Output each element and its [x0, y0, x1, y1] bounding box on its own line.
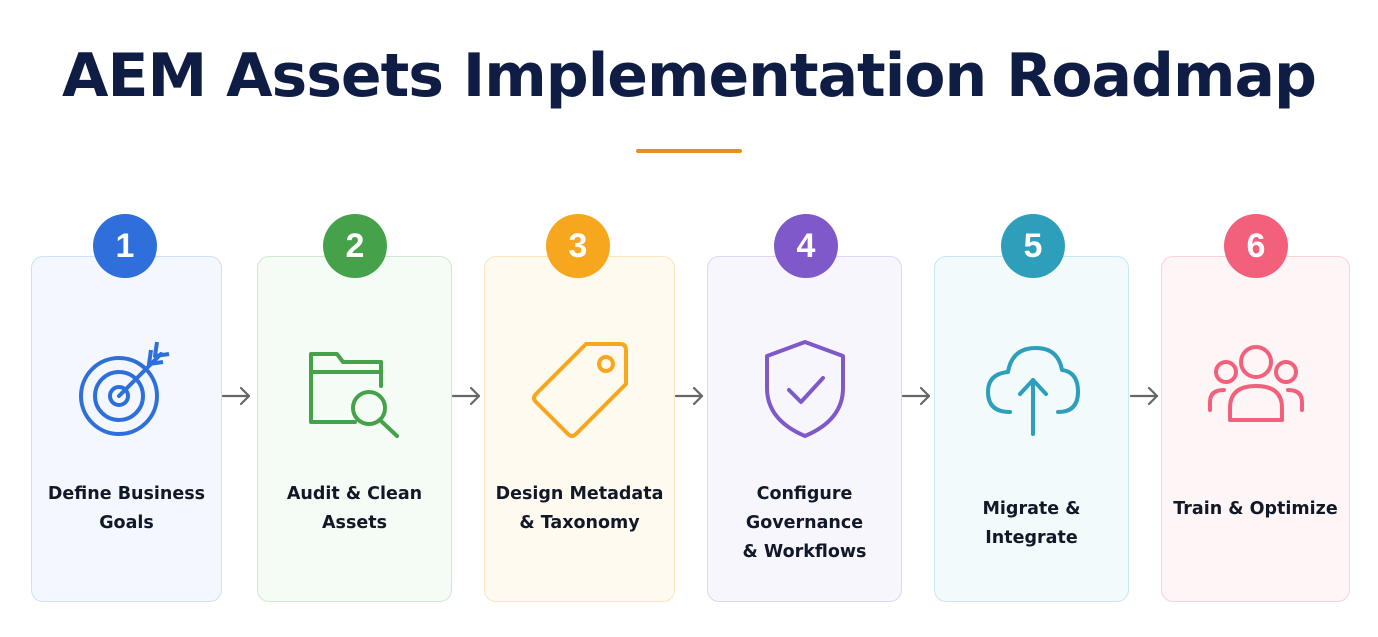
step-number-badge: 3: [546, 214, 610, 278]
step-label-line: Configure Governance: [745, 484, 864, 533]
roadmap-step: 3 Design Metadata & Taxonomy: [484, 214, 675, 604]
roadmap-step: 5 Migrate & Integrate: [934, 214, 1129, 604]
step-label-line: Audit & Clean: [286, 484, 423, 504]
step-number-badge: 2: [323, 214, 387, 278]
step-label: Migrate & Integrate: [934, 495, 1129, 553]
title-underline: [636, 149, 742, 153]
flow-arrow-icon: [901, 384, 933, 408]
flow-arrow-icon: [1129, 384, 1161, 408]
step-label-line: & Taxonomy: [519, 513, 640, 533]
page-title: AEM Assets Implementation Roadmap: [62, 41, 1317, 111]
users-group-icon: [1204, 336, 1308, 440]
flow-arrow-icon: [674, 384, 706, 408]
shield-check-icon: [753, 336, 857, 440]
roadmap-step: 4 Configure Governance & Workflows: [707, 214, 902, 604]
step-card: [1161, 256, 1350, 602]
cloud-upload-icon: [980, 336, 1084, 440]
step-label-line: & Workflows: [742, 542, 867, 562]
step-label-line: Design Metadata: [495, 484, 664, 504]
folder-search-icon: [303, 336, 407, 440]
tag-icon: [528, 336, 632, 440]
step-label: Design Metadata & Taxonomy: [484, 480, 675, 538]
step-number-badge: 6: [1224, 214, 1288, 278]
step-label-line: Migrate & Integrate: [982, 499, 1081, 548]
step-number-badge: 1: [93, 214, 157, 278]
flow-arrow-icon: [221, 384, 253, 408]
step-label: Train & Optimize: [1161, 495, 1350, 524]
step-number-badge: 4: [774, 214, 838, 278]
step-number-badge: 5: [1001, 214, 1065, 278]
step-label-line: Train & Optimize: [1173, 499, 1338, 519]
step-label-line: Assets: [321, 513, 388, 533]
flow-arrow-icon: [451, 384, 483, 408]
roadmap-step: 6 Train & Optimize: [1161, 214, 1350, 604]
step-card: [257, 256, 452, 602]
target-arrow-icon: [75, 336, 179, 440]
step-label-line: Goals: [99, 513, 154, 533]
step-label-line: Define Business: [47, 484, 206, 504]
step-card: [707, 256, 902, 602]
step-label: Configure Governance & Workflows: [707, 480, 902, 567]
step-card: [31, 256, 222, 602]
